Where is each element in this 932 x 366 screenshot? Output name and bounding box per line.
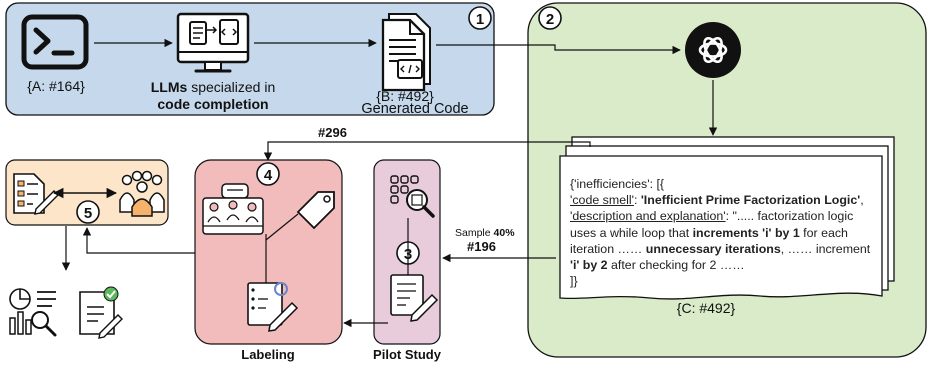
step-number-1-text: 1	[476, 11, 484, 28]
tag-label-icon	[296, 191, 335, 230]
meeting-discussion-icon	[202, 183, 264, 235]
json-line-1: {'inefficiencies': [{	[570, 177, 665, 191]
step-number-5: 5	[76, 200, 100, 224]
json-document-stack	[559, 136, 895, 300]
step-number-2-text: 2	[546, 11, 554, 28]
generated-code-caption-2: Generated Code	[361, 101, 468, 117]
terminal-icon	[21, 14, 89, 70]
step1-panel	[5, 2, 495, 116]
sample-label: Sample 40%	[455, 227, 515, 239]
openai-logo-icon	[685, 22, 741, 78]
team-group-icon	[119, 170, 165, 217]
step-number-1: 1	[468, 6, 492, 30]
json-key-description: 'description and explanation'	[570, 209, 726, 224]
pilot-study-label: Pilot Study	[373, 347, 442, 362]
data-search-icon	[390, 175, 435, 218]
computer-code-icon	[176, 12, 250, 73]
analytics-report-icon	[9, 288, 57, 337]
json-value-code-smell: 'Inefficient Prime Factorization Logic'	[640, 193, 861, 208]
step-number-2: 2	[538, 6, 562, 30]
llm-caption-line2: code completion	[157, 96, 268, 112]
json-line-2: 'code smell': 'Inefficient Prime Factori…	[570, 193, 864, 208]
json-line-6: 'i' by 2 after checking for 2 ……	[570, 258, 745, 273]
json-key-code-smell: 'code smell'	[570, 193, 634, 208]
arrow-code-to-gpt	[436, 44, 681, 55]
arrow-labeling-to-review	[82, 227, 195, 254]
llm-caption-line1: LLMs specialized in	[151, 79, 276, 95]
json-line-3: 'description and explanation': "..... fa…	[570, 209, 854, 224]
terminal-caption: {A: #164}	[27, 78, 85, 94]
sample-count-label: #196	[467, 239, 496, 254]
generated-code-document-icon	[381, 13, 431, 92]
labeling-tag-connector	[265, 213, 299, 241]
feedback-count-label: #296	[318, 125, 347, 140]
step-number-4: 4	[256, 162, 280, 186]
pilot-notes-icon	[390, 274, 439, 322]
edit-notes-icon	[247, 282, 299, 332]
generated-code-caption-1: {B: #492}	[376, 88, 434, 104]
json-doc-caption: {C: #492}	[677, 300, 736, 316]
json-output-text: {'inefficiencies': [{ 'code smell': 'Ine…	[570, 176, 882, 289]
arrow-json-to-labeling	[263, 141, 591, 161]
approved-document-icon	[79, 286, 123, 339]
json-line-5: iteration …… unnecessary iterations, …… …	[570, 241, 871, 256]
labeling-label: Labeling	[241, 347, 295, 362]
checklist-clipboard-icon	[13, 173, 59, 215]
json-line-7: ]}	[570, 274, 578, 289]
step-number-4-text: 4	[264, 167, 273, 184]
step-number-5-text: 5	[84, 205, 92, 222]
json-line-4: uses a while loop that increments 'i' by…	[570, 225, 848, 240]
